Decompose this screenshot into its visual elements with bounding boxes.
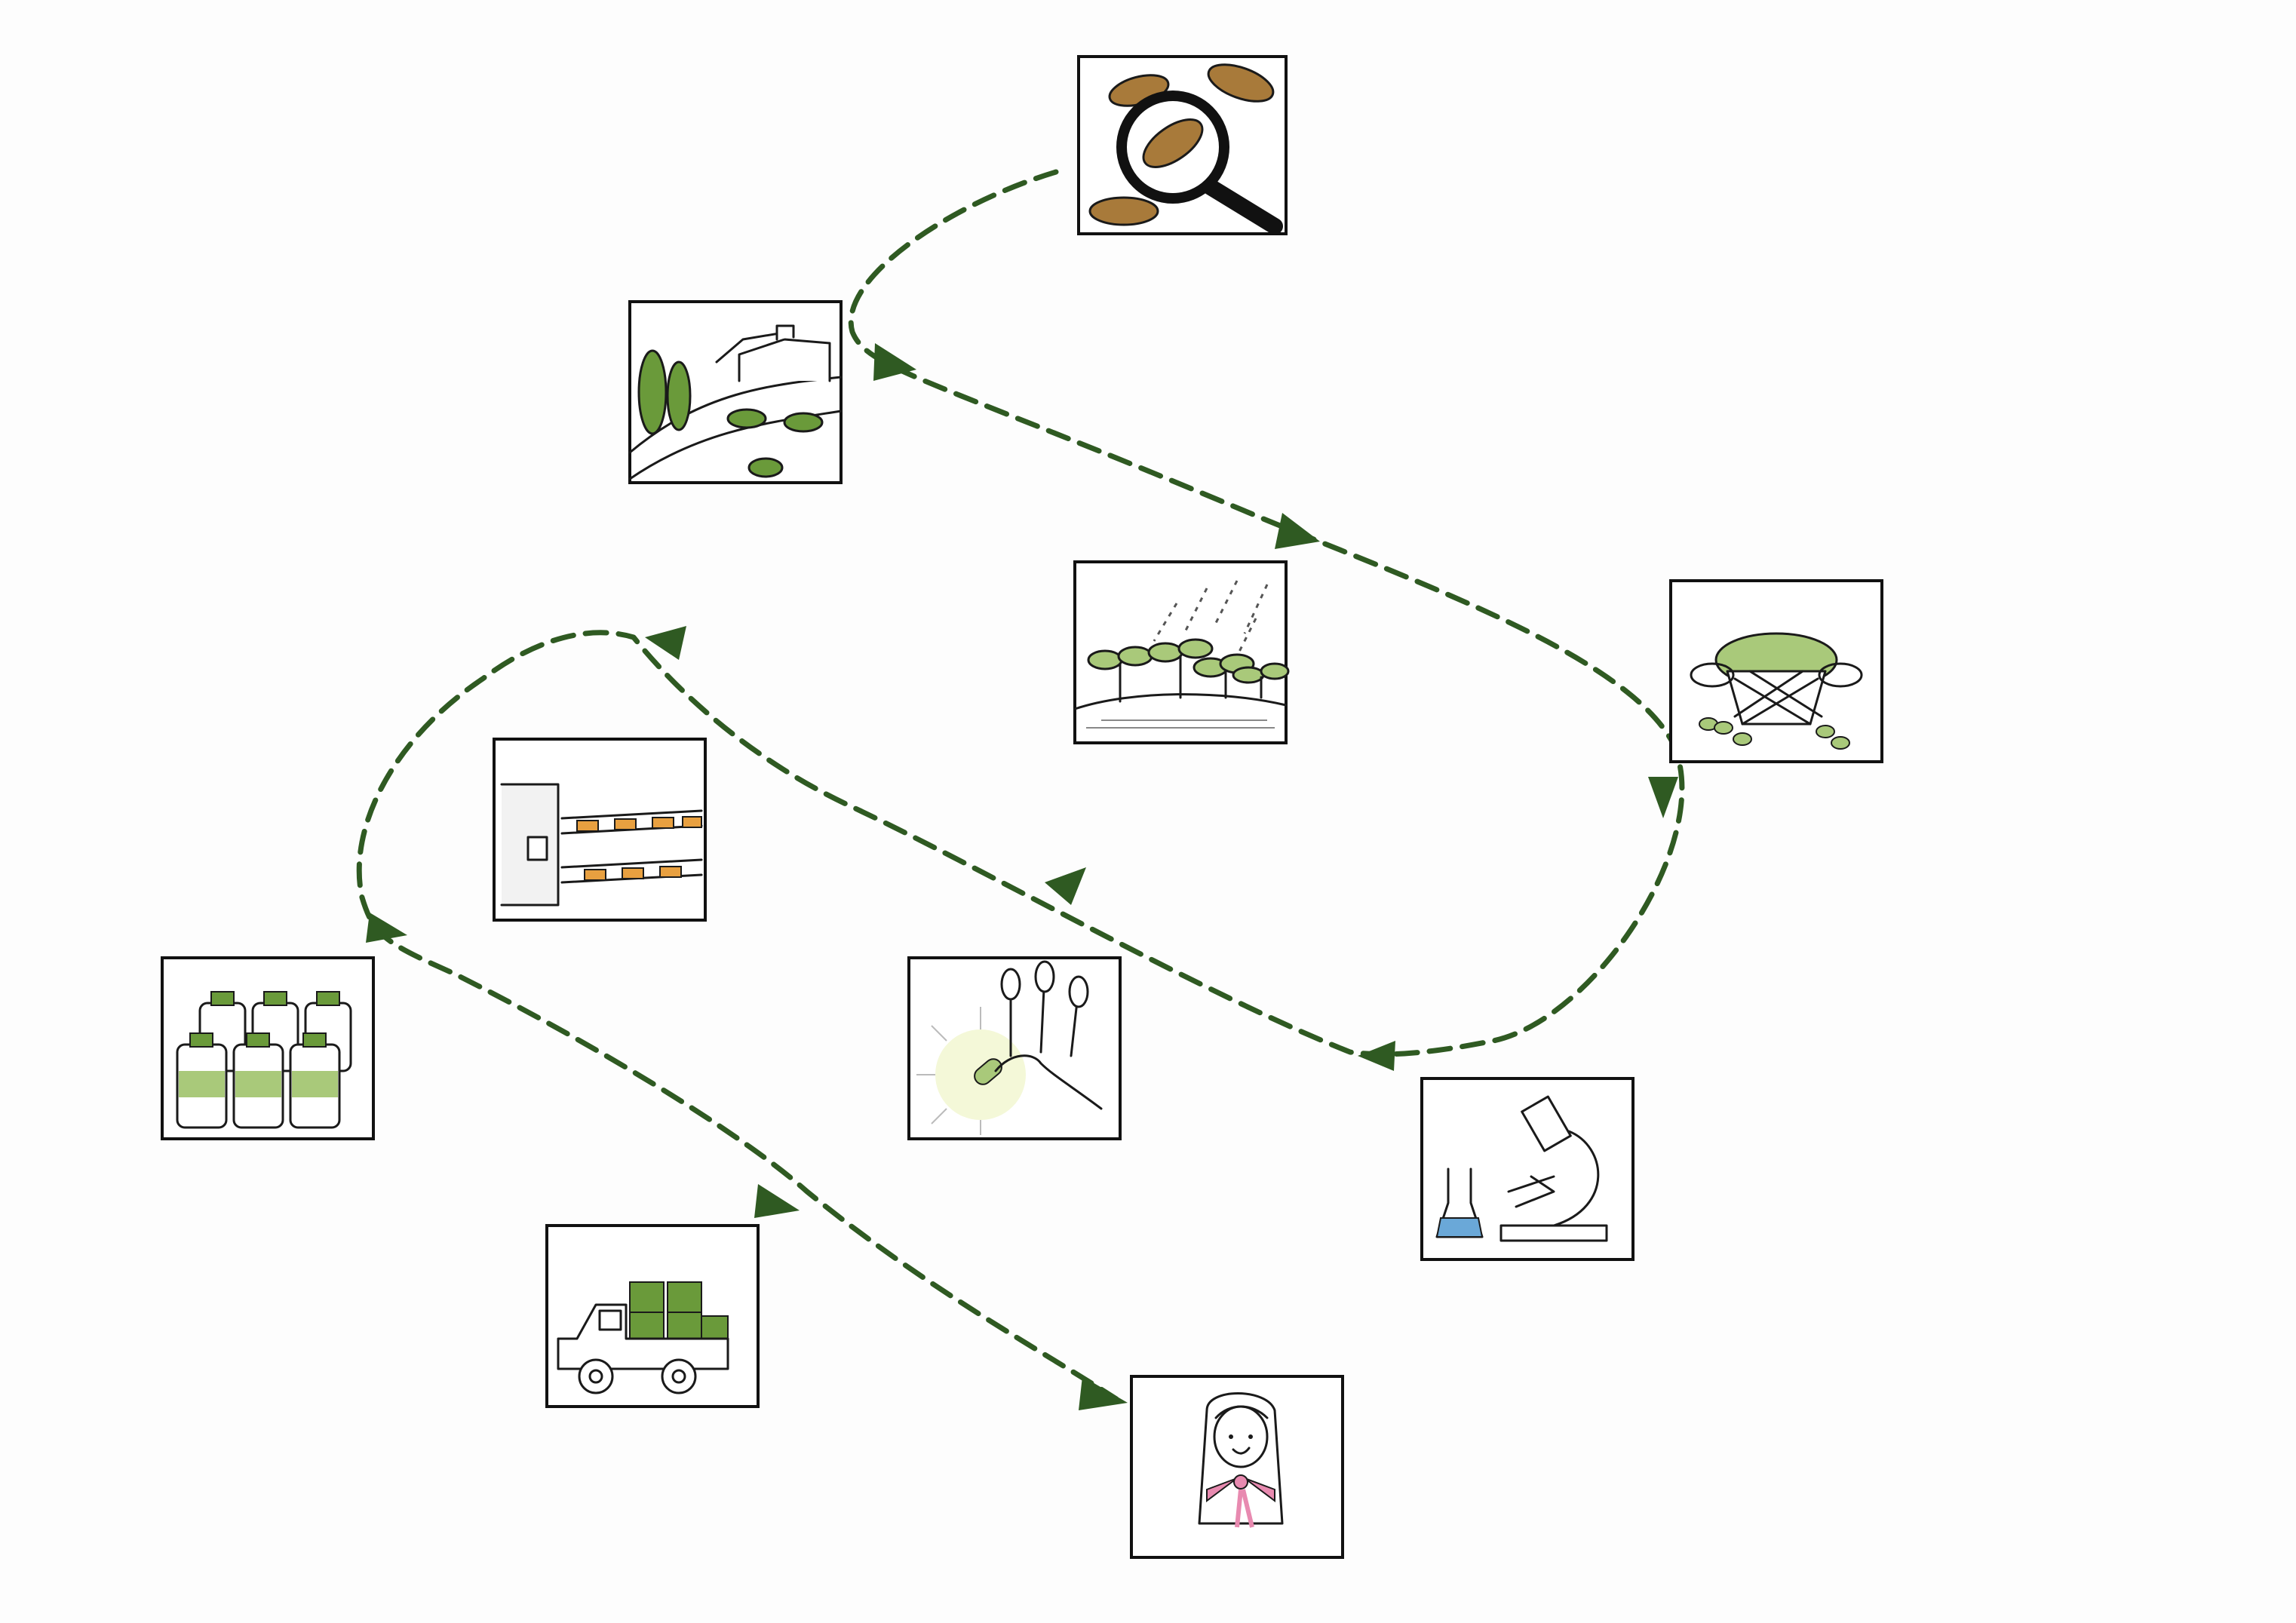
stage-seed-inspection xyxy=(1077,55,1288,235)
arrowhead-3 xyxy=(1648,777,1678,818)
arrowhead-4 xyxy=(1358,1041,1395,1071)
arrowhead-2 xyxy=(1275,513,1320,549)
stage-customer xyxy=(1130,1375,1344,1559)
sprouts-rain-icon xyxy=(1073,580,1290,729)
arrowhead-9 xyxy=(1079,1376,1128,1410)
flow-path xyxy=(356,169,1685,1402)
delivery-truck-icon xyxy=(557,1281,729,1394)
girl-gift-icon xyxy=(1198,1392,1284,1528)
magnifier-seeds-icon xyxy=(1088,63,1283,235)
stage-harvest xyxy=(1669,579,1883,763)
flow-line xyxy=(356,169,1685,1402)
arrowhead-6 xyxy=(645,626,686,660)
herb-basket-icon xyxy=(1690,632,1863,750)
stage-transport xyxy=(545,1224,760,1408)
hillside-farm-icon xyxy=(628,324,843,480)
capsule-hand-icon xyxy=(916,960,1103,1135)
stage-bottling xyxy=(161,956,375,1140)
stage-lab-analysis xyxy=(1420,1077,1635,1261)
arrowhead-8 xyxy=(754,1184,800,1218)
stage-sprouting xyxy=(1073,560,1290,744)
conveyor-machine-icon xyxy=(500,783,703,907)
stage-farm-field xyxy=(628,300,843,484)
arrowheads xyxy=(366,343,1678,1410)
arrowhead-5 xyxy=(1045,867,1086,905)
microscope-flask-icon xyxy=(1435,1095,1608,1242)
arrowhead-7 xyxy=(366,913,407,943)
arrowhead-1 xyxy=(873,343,916,381)
stage-factory-line xyxy=(493,738,707,922)
bottles-icon xyxy=(176,991,352,1129)
stage-capsule-quality xyxy=(907,956,1122,1140)
